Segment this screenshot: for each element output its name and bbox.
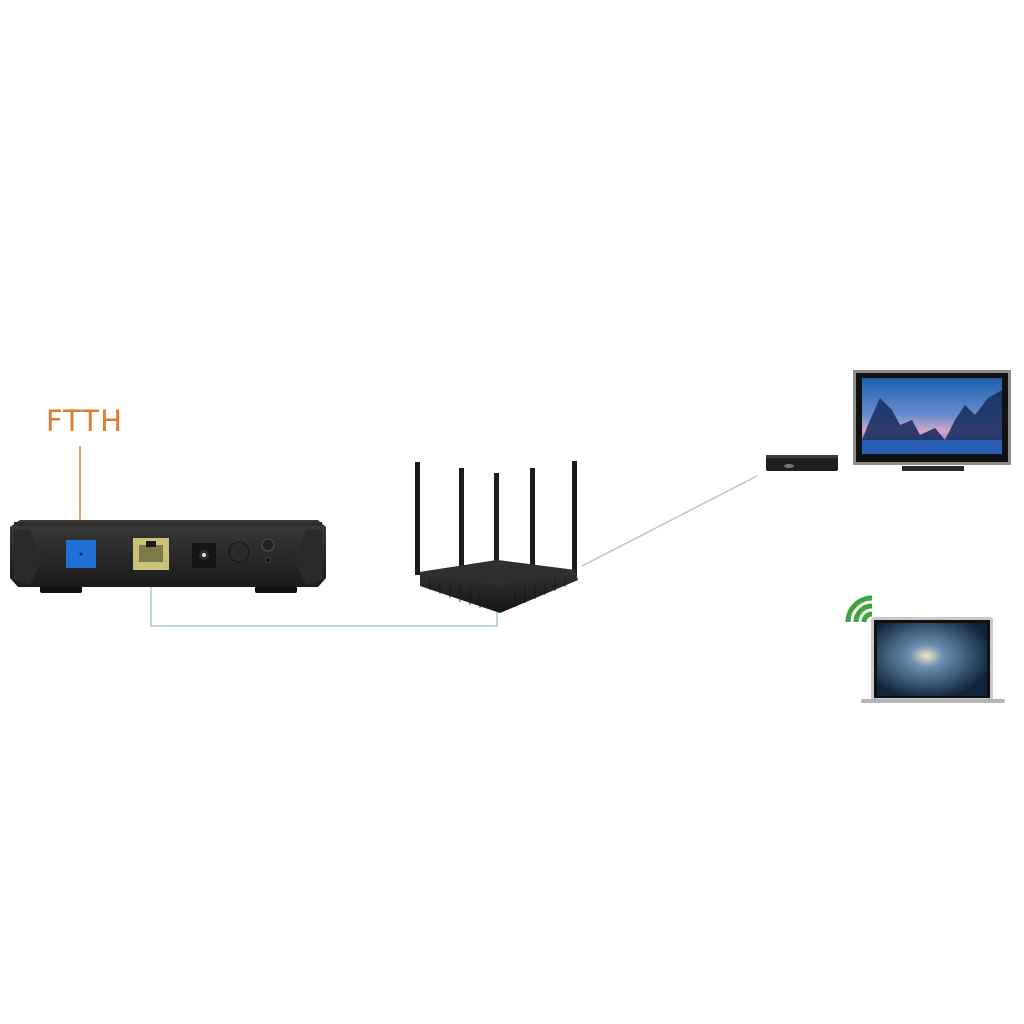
wifi-icon [845,595,873,623]
antenna [530,468,535,568]
power-button [228,541,250,563]
ftth-label: FTTH [46,404,123,438]
television [853,370,1011,471]
set-top-box [766,455,838,471]
laptop [861,617,1005,703]
cable-router-stb [581,475,758,567]
onu-device [10,520,326,593]
antenna [459,468,464,568]
antenna [494,473,499,563]
antenna [572,461,577,576]
router-device [415,461,578,613]
laptop-screen [877,623,987,696]
antenna [415,462,420,575]
cable-onu-router [150,585,498,627]
